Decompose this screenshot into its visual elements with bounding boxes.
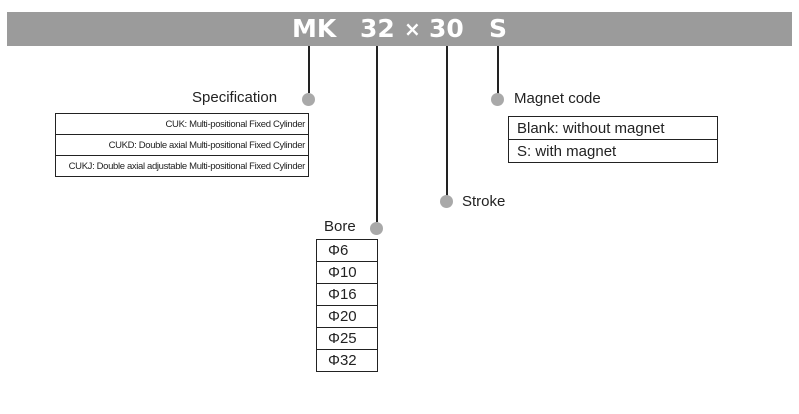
table-row: Φ25 [316,327,378,350]
bore-label: Bore [324,218,356,235]
table-row: Φ6 [316,239,378,262]
magnet-connector-line [497,46,499,94]
table-row: S: with magnet [508,139,718,163]
bore-option: Φ16 [316,283,378,306]
model-code-banner [7,12,792,46]
bore-connector-line [376,46,378,222]
bore-table: Φ6 Φ10 Φ16 Φ20 Φ25 Φ32 [316,239,378,372]
bore-option: Φ32 [316,349,378,372]
table-row: Φ10 [316,261,378,284]
specification-connector-line [308,46,310,93]
model-stroke-code: 30 [429,14,464,43]
table-row: Φ20 [316,305,378,328]
model-magnet-code: S [489,14,508,43]
stroke-marker-dot [440,195,453,208]
bore-option: Φ6 [316,239,378,262]
magnet-code-option: S: with magnet [508,139,718,163]
table-row: Φ32 [316,349,378,372]
model-prefix: MK [292,14,337,43]
bore-option: Φ10 [316,261,378,284]
model-bore-code: 32 [360,14,395,43]
magnet-code-label: Magnet code [514,90,601,107]
specification-table: CUK: Multi-positional Fixed Cylinder CUK… [55,113,309,177]
specification-label: Specification [192,89,278,106]
stroke-connector-line [446,46,448,197]
bore-option: Φ25 [316,327,378,350]
table-row: Φ16 [316,283,378,306]
table-row: Blank: without magnet [508,116,718,140]
bore-marker-dot [370,222,383,235]
magnet-code-marker-dot [491,93,504,106]
specification-option: CUKD: Double axial Multi-positional Fixe… [55,134,309,156]
table-row: CUK: Multi-positional Fixed Cylinder [55,113,309,135]
magnet-code-option: Blank: without magnet [508,116,718,140]
table-row: CUKJ: Double axial adjustable Multi-posi… [55,155,309,177]
stroke-label: Stroke [462,193,506,210]
table-row: CUKD: Double axial Multi-positional Fixe… [55,134,309,156]
specification-option: CUK: Multi-positional Fixed Cylinder [55,113,309,135]
model-separator: × [404,17,421,41]
specification-option: CUKJ: Double axial adjustable Multi-posi… [55,155,309,177]
specification-marker-dot [302,93,315,106]
magnet-code-table: Blank: without magnet S: with magnet [508,116,718,163]
bore-option: Φ20 [316,305,378,328]
